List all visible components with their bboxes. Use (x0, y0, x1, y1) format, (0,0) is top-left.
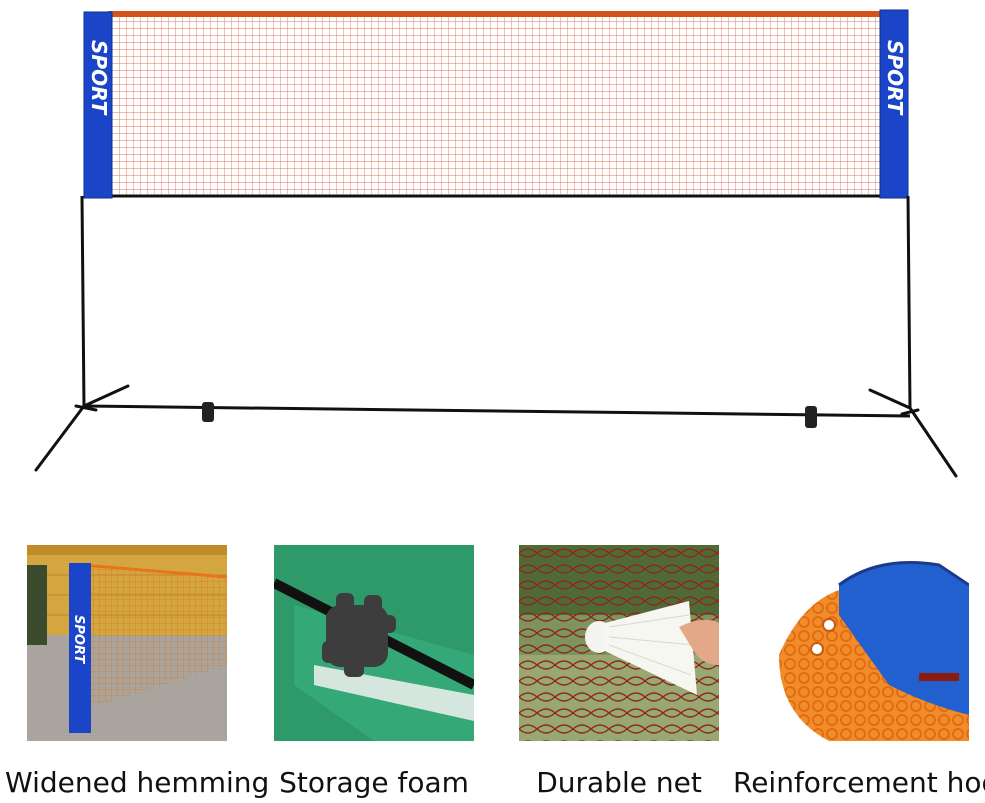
caption-widened-hemming: Widened hemming (5, 766, 270, 799)
right-side-banner: SPORT (879, 9, 909, 199)
hemming-banner (69, 563, 91, 733)
net-top-cord (108, 11, 882, 17)
hemming-banner-text: SPORT (71, 615, 86, 664)
left-pole (80, 195, 86, 409)
foam-connector-right (805, 406, 817, 428)
reinforcement-hook-photo (769, 545, 969, 741)
hand (679, 619, 719, 665)
net-product-photo: SPORT SPORT (34, 9, 958, 478)
net-mesh (108, 16, 882, 194)
caption-durable-net: Durable net (536, 766, 702, 799)
widened-hemming-photo: SPORT (27, 545, 227, 741)
left-foot (34, 384, 130, 472)
right-banner-text: SPORT (883, 40, 907, 116)
shuttlecock (585, 601, 697, 695)
durable-net-photo (519, 545, 719, 741)
caption-storage-foam: Storage foam (279, 766, 469, 799)
caption-reinforcement-hook: Reinforcement hook (733, 766, 985, 799)
storage-foam-photo (274, 545, 474, 741)
base-crossbar (83, 404, 911, 418)
left-banner-text: SPORT (87, 40, 111, 116)
right-foot (868, 388, 958, 478)
right-pole (906, 195, 912, 409)
foam-connector-left (202, 402, 214, 422)
left-side-banner: SPORT (83, 11, 113, 199)
foam-block (322, 593, 396, 677)
